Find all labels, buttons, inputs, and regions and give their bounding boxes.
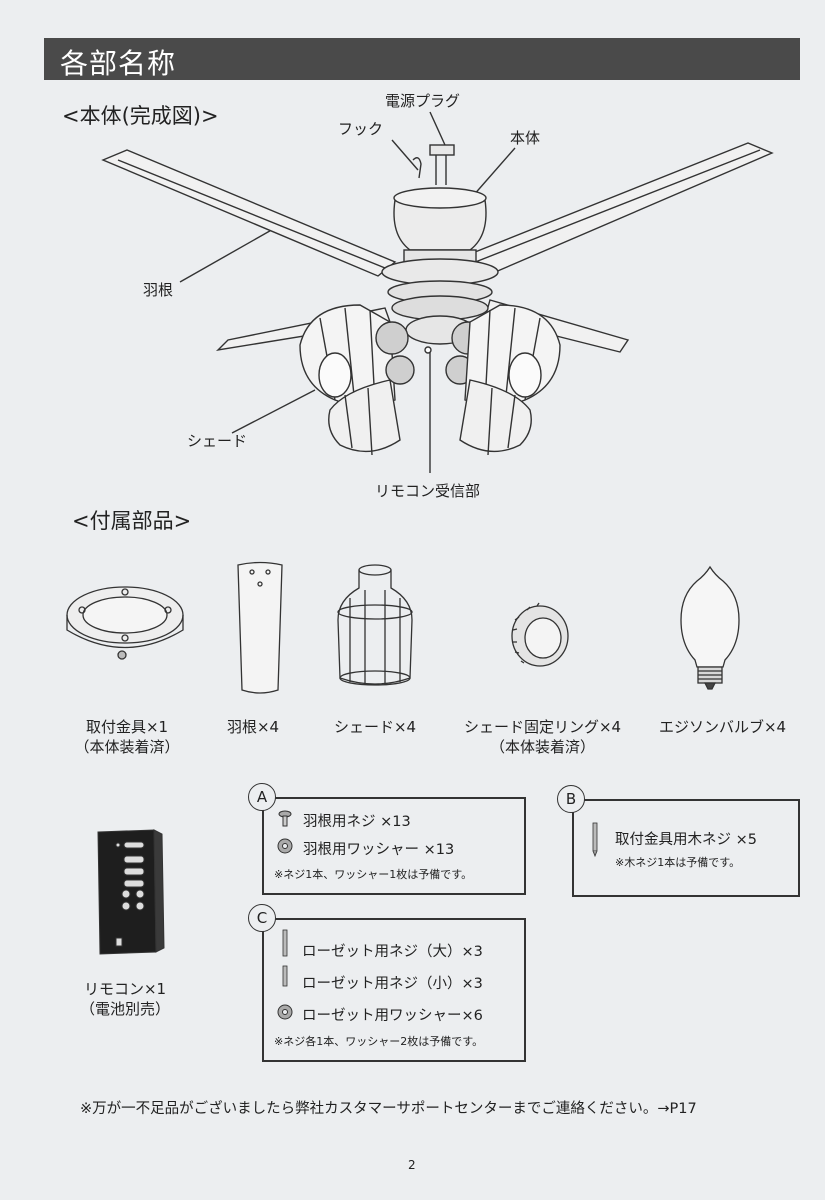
item-bracket-label: 取付金具×1 (85, 718, 169, 736)
edison-bulb-icon (680, 565, 740, 690)
shade-ring-icon (511, 602, 569, 667)
remote-label: リモコン×1 (83, 980, 167, 998)
box-b-badge: B (557, 785, 585, 813)
box-a-row-2: 羽根用ワッシャー ×13 (303, 842, 455, 858)
shade-cage-icon (337, 564, 413, 686)
wood-screw-icon (592, 822, 598, 858)
item-bracket-sub: （本体装着済） (74, 738, 180, 756)
small-screw-icon (282, 965, 288, 987)
screw-icon (278, 810, 292, 827)
fan-blade-icon (237, 561, 283, 694)
remote-control-icon (97, 829, 165, 955)
box-c-row-1: ローゼット用ネジ（大）×3 (302, 944, 483, 960)
main-unit-heading: <本体(完成図)> (62, 104, 219, 128)
missing-parts-note: ※万が一不足品がございましたら弊社カスタマーサポートセンターまでご連絡ください。… (80, 1101, 697, 1117)
callout-hook: フック (338, 120, 384, 138)
mounting-bracket-icon (66, 586, 184, 660)
item-shade-label: シェード×4 (333, 718, 417, 736)
callout-shade: シェード (187, 432, 248, 450)
box-b-wood-screws (572, 799, 800, 897)
callout-receiver: リモコン受信部 (375, 482, 481, 500)
box-a-row-1: 羽根用ネジ ×13 (303, 814, 411, 830)
washer-icon (277, 838, 293, 854)
ceiling-fan-illustration (101, 111, 774, 473)
box-b-note: ※木ネジ1本は予備です。 (615, 856, 741, 869)
box-c-badge: C (248, 904, 276, 932)
section-title: 各部名称 (60, 47, 177, 80)
box-c-note: ※ネジ各1本、ワッシャー2枚は予備です。 (274, 1035, 484, 1048)
callout-blade: 羽根 (143, 281, 174, 299)
box-a-badge: A (248, 783, 276, 811)
section-header-bar: 各部名称 (44, 38, 800, 80)
accessories-heading: <付属部品> (72, 509, 192, 533)
box-c-row-2: ローゼット用ネジ（小）×3 (302, 976, 483, 992)
box-a-blade-screws (262, 797, 526, 895)
callout-power-plug: 電源プラグ (385, 92, 461, 110)
callout-body: 本体 (510, 129, 541, 147)
page-number: 2 (408, 1158, 416, 1172)
item-blade-label: 羽根×4 (226, 718, 280, 736)
item-ring-sub: （本体装着済） (489, 738, 595, 756)
remote-sub: （電池別売） (79, 1000, 170, 1018)
box-b-row-1: 取付金具用木ネジ ×5 (615, 832, 757, 848)
item-bulb-label: エジソンバルブ×4 (658, 718, 787, 736)
large-screw-icon (282, 929, 288, 957)
box-c-rosette-screws (262, 918, 526, 1062)
item-ring-label: シェード固定リング×4 (463, 718, 622, 736)
rosette-washer-icon (277, 1004, 293, 1020)
box-a-note: ※ネジ1本、ワッシャー1枚は予備です。 (274, 868, 473, 881)
box-c-row-3: ローゼット用ワッシャー×6 (302, 1008, 483, 1024)
